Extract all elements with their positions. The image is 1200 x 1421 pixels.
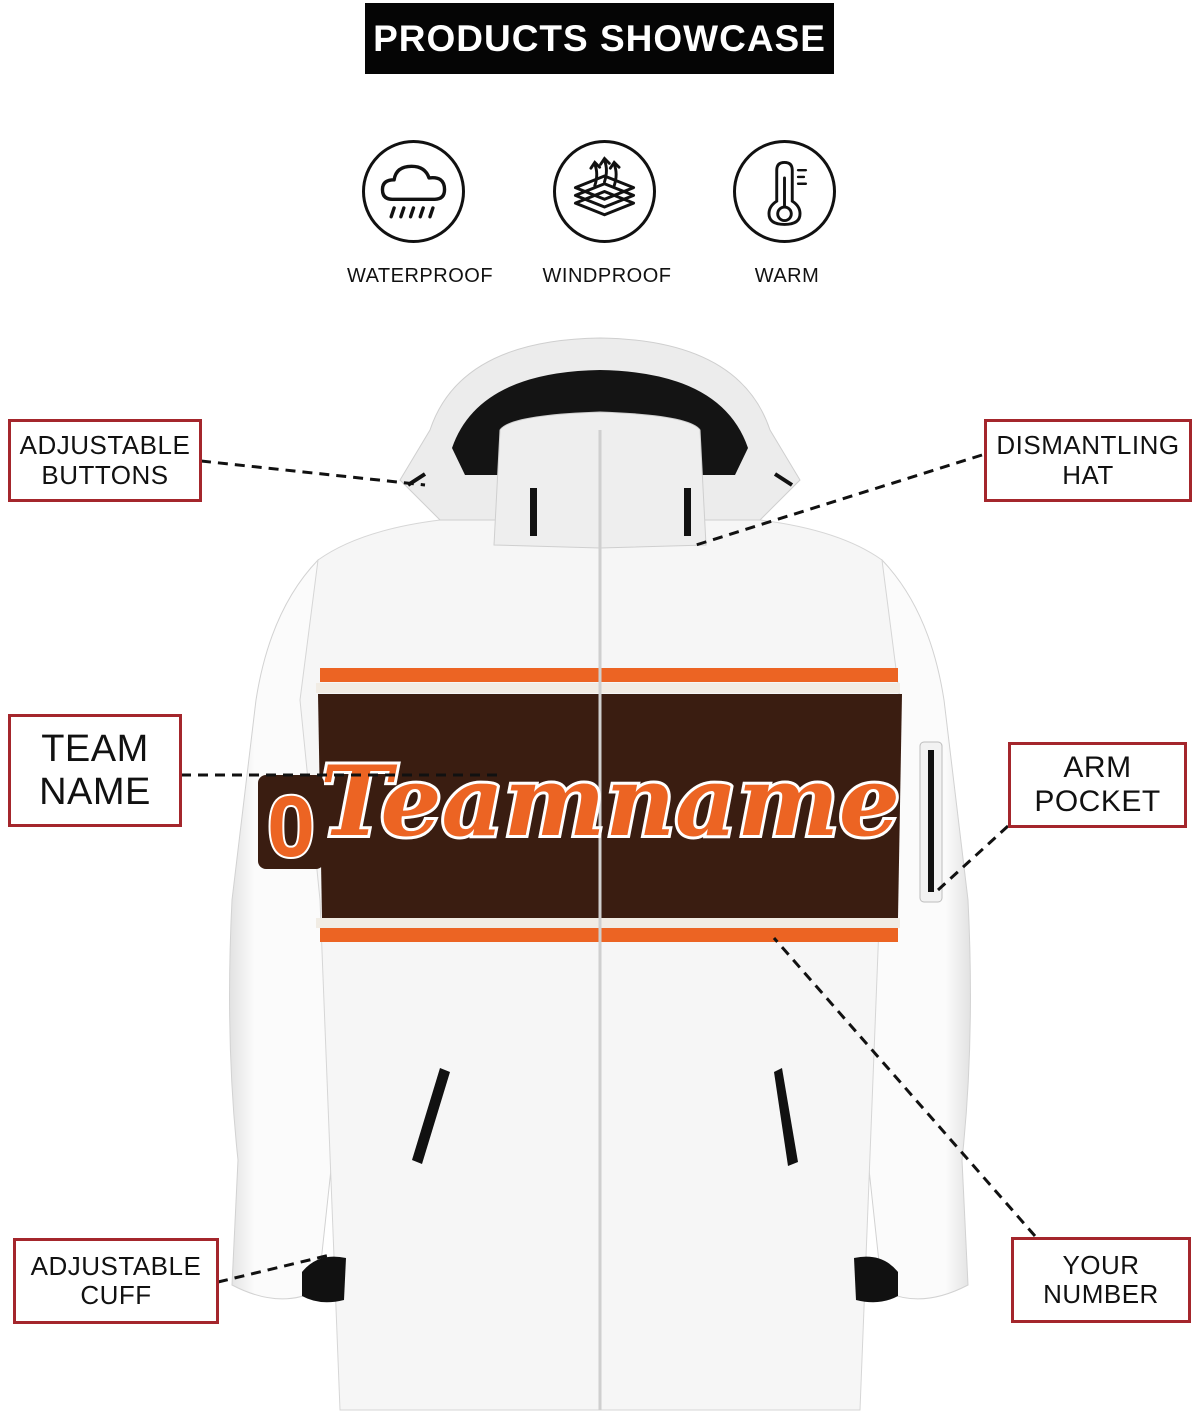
callout-adjustable-cuff: ADJUSTABLE CUFF bbox=[13, 1238, 219, 1324]
chest-team-name: Teamname bbox=[320, 745, 900, 858]
sleeve-number: 0 bbox=[267, 779, 315, 875]
callout-adjustable-buttons: ADJUSTABLE BUTTONS bbox=[8, 419, 202, 502]
callout-team-name-line1: TEAM bbox=[41, 727, 149, 770]
callout-arm-pocket-line1: ARM bbox=[1063, 751, 1132, 785]
feature-label-warm: WARM bbox=[754, 265, 820, 287]
feature-label-waterproof: WATERPROOF bbox=[346, 265, 494, 287]
page-title: PRODUCTS SHOWCASE bbox=[373, 17, 826, 59]
callout-your-number: YOUR NUMBER bbox=[1011, 1237, 1191, 1323]
callout-your-number-line2: NUMBER bbox=[1043, 1279, 1159, 1309]
callout-dismantling-hat-line2: HAT bbox=[1062, 459, 1114, 490]
wind-layers-icon bbox=[553, 140, 656, 243]
callout-team-name: TEAM NAME bbox=[8, 714, 182, 827]
callout-arm-pocket-line2: POCKET bbox=[1034, 785, 1161, 818]
showcase-banner: PRODUCTS SHOWCASE bbox=[365, 3, 834, 74]
callout-adjustable-buttons-line1: ADJUSTABLE bbox=[19, 430, 191, 461]
callout-arm-pocket: ARM POCKET bbox=[1008, 742, 1187, 828]
callout-dismantling-hat-line1: DISMANTLING bbox=[996, 430, 1180, 461]
callout-dismantling-hat: DISMANTLING HAT bbox=[984, 419, 1192, 502]
feature-label-windproof: WINDPROOF bbox=[542, 265, 672, 287]
callout-team-name-line2: NAME bbox=[39, 770, 151, 813]
callout-adjustable-buttons-line2: BUTTONS bbox=[41, 459, 169, 490]
cloud-rain-icon bbox=[362, 140, 465, 243]
callout-your-number-line1: YOUR bbox=[1062, 1249, 1140, 1280]
callout-adjustable-cuff-line1: ADJUSTABLE bbox=[30, 1250, 202, 1281]
callout-adjustable-cuff-line2: CUFF bbox=[80, 1280, 152, 1310]
thermometer-icon bbox=[733, 140, 836, 243]
